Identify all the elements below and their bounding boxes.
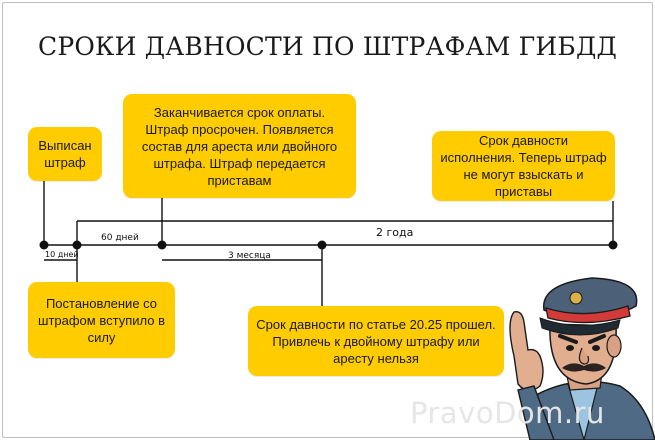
- box-enforcement-limit: Срок давности исполнения. Теперь штраф н…: [432, 131, 615, 201]
- box-ruling-in-force: Постановление со штрафом вступило в силу: [28, 282, 175, 358]
- dot-article: [317, 240, 327, 250]
- officer-illustration: [509, 277, 655, 440]
- page-title: СРОКИ ДАВНОСТИ ПО ШТРАФАМ ГИБДД: [37, 32, 618, 61]
- watermark: PravoDom.ru: [410, 396, 605, 430]
- label-ten-days: 10 дней: [45, 250, 79, 259]
- box-payment-expired-text: Заканчивается срок оплаты. Штраф просроч…: [141, 104, 338, 188]
- box-article-limit-text: Срок давности по статье 20.25 прошел. Пр…: [256, 316, 496, 366]
- box-article-limit: Срок давности по статье 20.25 прошел. Пр…: [248, 306, 504, 376]
- label-three-months: 3 месяца: [228, 251, 271, 261]
- box-enforcement-limit-text: Срок давности исполнения. Теперь штраф н…: [440, 133, 607, 199]
- box-fine-issued: Выписан штраф: [28, 127, 102, 181]
- dot-issued: [39, 240, 49, 250]
- box-payment-expired: Заканчивается срок оплаты. Штраф просроч…: [123, 94, 356, 198]
- label-two-years: 2 года: [376, 226, 413, 239]
- dot-enforcement: [608, 240, 618, 250]
- box-fine-issued-text: Выписан штраф: [38, 138, 92, 170]
- box-ruling-in-force-text: Постановление со штрафом вступило в силу: [38, 295, 165, 345]
- dot-payment-expired: [157, 240, 167, 250]
- dot-in-force: [72, 240, 82, 250]
- label-sixty-days: 60 дней: [101, 233, 139, 243]
